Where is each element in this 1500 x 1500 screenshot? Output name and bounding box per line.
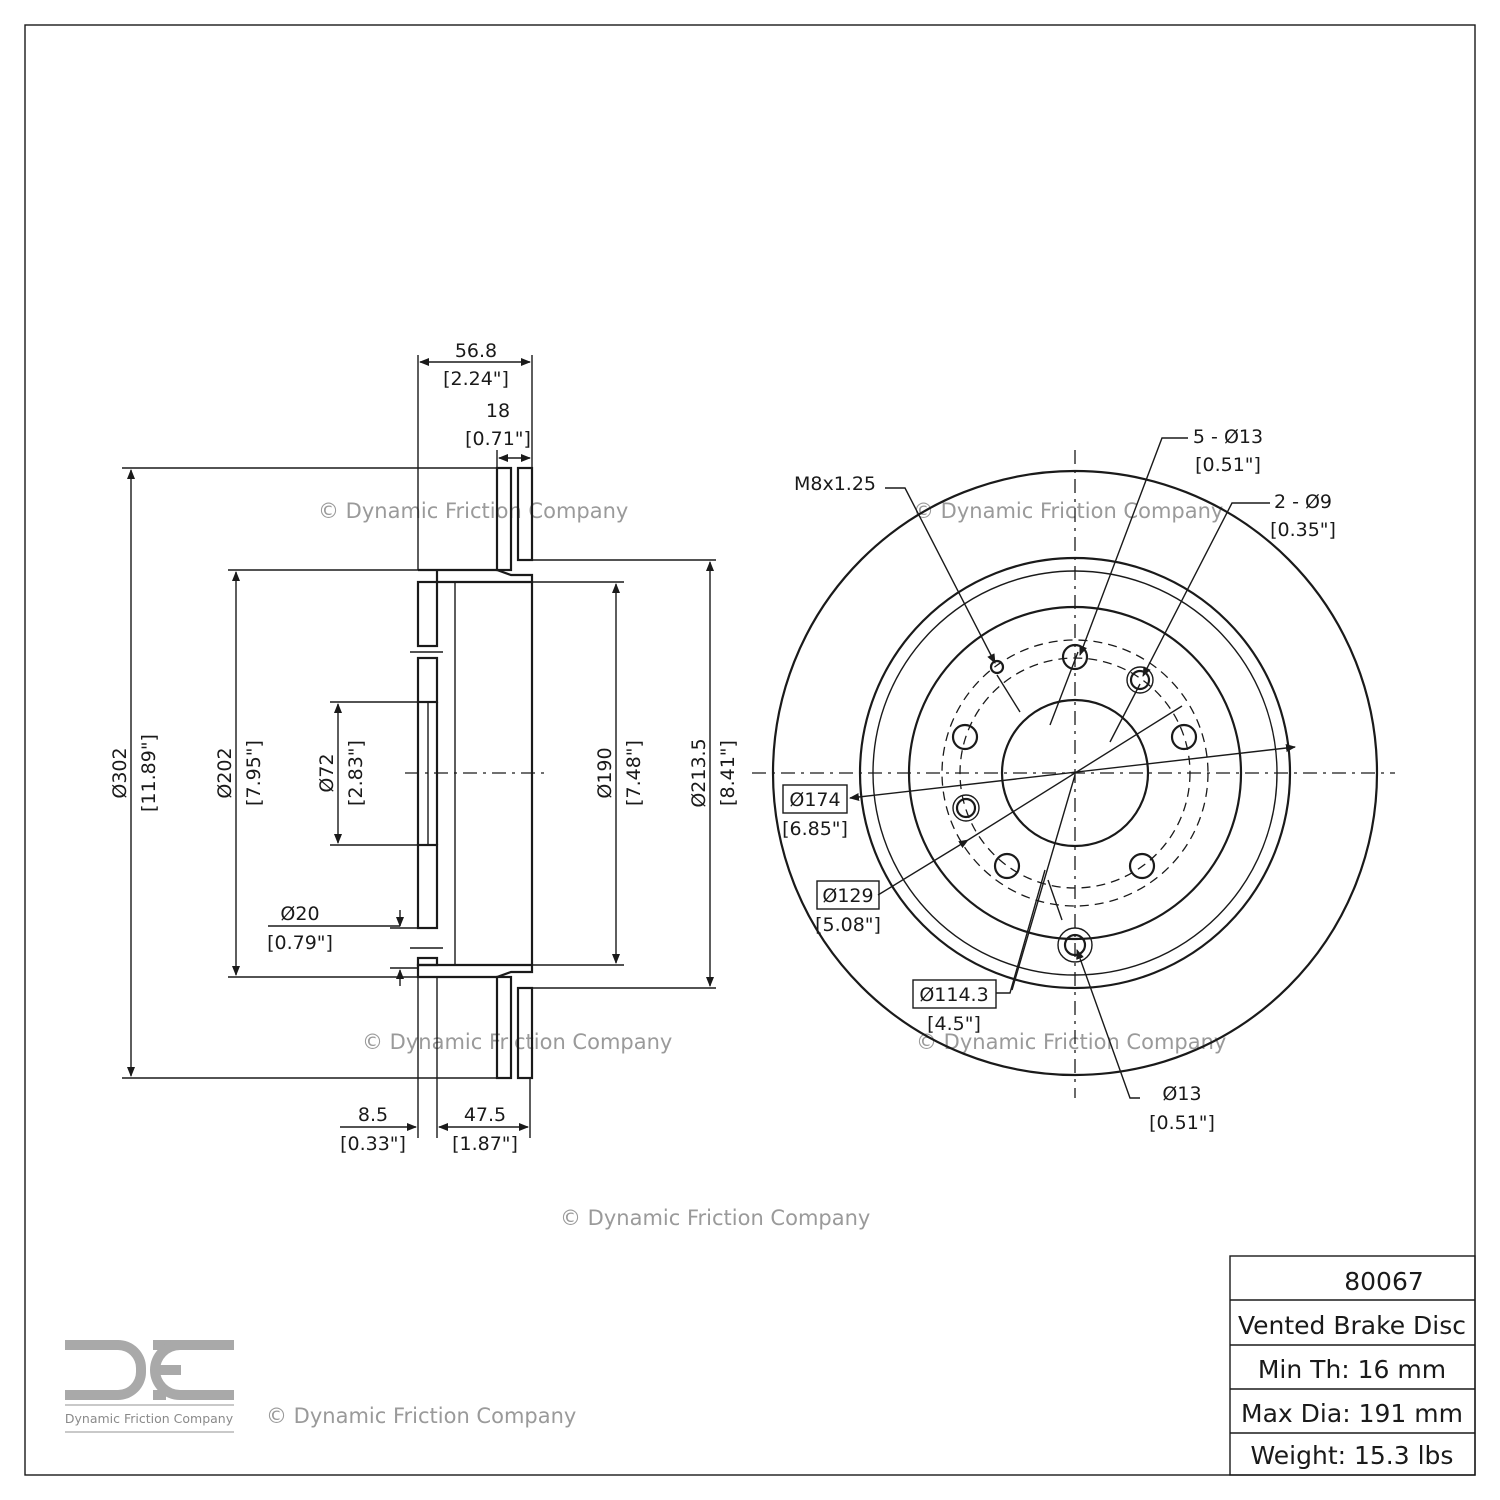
logo-name: Dynamic Friction Company <box>65 1411 234 1426</box>
label-dia-129: Ø129 <box>822 885 873 907</box>
weight: Weight: 15.3 lbs <box>1251 1441 1454 1470</box>
part-number: 80067 <box>1344 1267 1424 1296</box>
label-thread: M8x1.25 <box>794 473 876 495</box>
min-thickness: Min Th: 16 mm <box>1258 1355 1446 1384</box>
dim-vent-dia: Ø213.5 <box>688 738 710 807</box>
dim-center-bore-in: [2.83"] <box>345 740 367 806</box>
label-small-holes: 2 - Ø9 <box>1274 491 1332 513</box>
label-dia-174: Ø174 <box>789 789 840 811</box>
dim-pilot-in: [0.79"] <box>267 932 333 954</box>
label-dia-129-in: [5.08"] <box>815 914 881 936</box>
watermark: © Dynamic Friction Company <box>916 1030 1226 1054</box>
dim-inner-hat-dia: Ø190 <box>594 747 616 798</box>
dim-flange-thickness: 8.5 <box>358 1104 388 1126</box>
label-small-holes-in: [0.35"] <box>1270 519 1336 541</box>
copyright: © Dynamic Friction Company <box>266 1404 576 1428</box>
part-type: Vented Brake Disc <box>1238 1311 1466 1340</box>
side-section-view: 56.8 [2.24"] 18 [0.71"] Ø302 [11.89"] Ø2… <box>109 340 739 1155</box>
watermark: © Dynamic Friction Company <box>560 1206 870 1230</box>
dim-vent-dia-in: [8.41"] <box>717 740 739 806</box>
watermark: © Dynamic Friction Company <box>913 499 1223 523</box>
sheet-border <box>24 24 1476 1476</box>
dim-outer-dia: Ø302 <box>109 747 131 798</box>
label-bolt-holes: 5 - Ø13 <box>1193 426 1263 448</box>
watermark: © Dynamic Friction Company <box>318 499 628 523</box>
label-bolt-holes-in: [0.51"] <box>1195 454 1261 476</box>
title-block: 80067 Vented Brake Disc Min Th: 16 mm Ma… <box>1229 1255 1476 1476</box>
dim-overall-width-in: [2.24"] <box>443 368 509 390</box>
dim-hat-dia: Ø202 <box>214 747 236 798</box>
dim-hat-dia-in: [7.95"] <box>243 740 265 806</box>
dim-hat-height-in: [1.87"] <box>452 1133 518 1155</box>
dim-center-bore: Ø72 <box>316 753 338 792</box>
bolt-holes <box>951 643 1198 963</box>
dim-flange-thickness-in: [0.33"] <box>340 1133 406 1155</box>
dim-disc-thickness: 18 <box>486 400 510 422</box>
disc-outer-edge <box>771 469 1379 1077</box>
label-dia-174-in: [6.85"] <box>782 818 848 840</box>
dim-hat-height: 47.5 <box>464 1104 506 1126</box>
dim-outer-dia-in: [11.89"] <box>138 734 160 812</box>
dim-inner-hat-dia-in: [7.48"] <box>623 740 645 806</box>
max-diameter: Max Dia: 191 mm <box>1241 1399 1463 1428</box>
dfc-logo: Dynamic Friction Company <box>65 1340 234 1433</box>
label-bolt-circle-in: [4.5"] <box>927 1013 981 1035</box>
label-hole-13: Ø13 <box>1162 1083 1201 1105</box>
label-hole-13-in: [0.51"] <box>1149 1112 1215 1134</box>
dim-disc-thickness-in: [0.71"] <box>465 428 531 450</box>
front-view: M8x1.25 5 - Ø13 [0.51"] 2 - Ø9 [0.35"] Ø… <box>752 426 1395 1134</box>
dim-pilot: Ø20 <box>280 903 319 925</box>
label-bolt-circle: Ø114.3 <box>919 984 988 1006</box>
dim-overall-width: 56.8 <box>455 340 497 362</box>
